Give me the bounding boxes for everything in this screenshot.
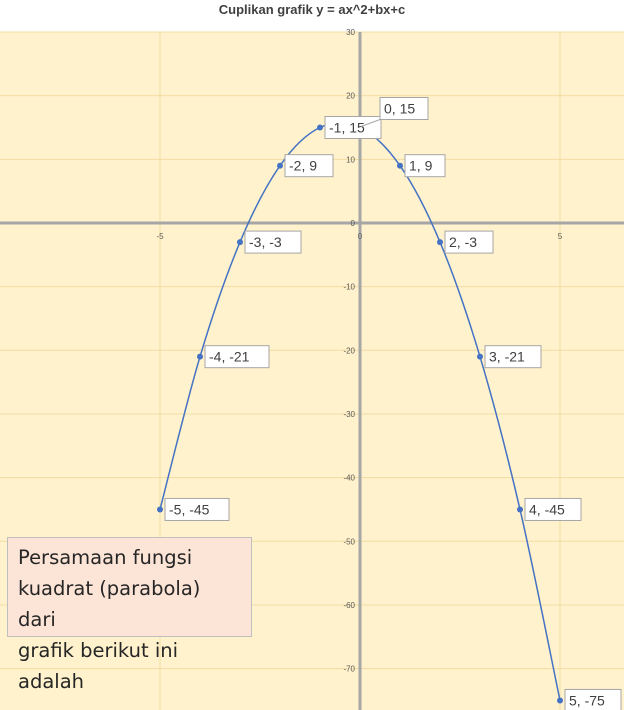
data-point (197, 353, 203, 360)
data-label: -1, 15 (329, 119, 365, 135)
chart-title: Cuplikan grafik y = ax^2+bx+c (218, 2, 406, 17)
data-label-box (484, 345, 542, 369)
y-tick-label: -70 (343, 665, 355, 674)
data-label: 5, -75 (569, 692, 605, 708)
y-tick-label: -40 (343, 474, 355, 483)
data-label-box (404, 154, 446, 178)
question-line-3: grafik berikut ini adalah (18, 639, 179, 693)
data-label-leader (360, 119, 381, 127)
y-tick-label: -10 (343, 283, 355, 292)
data-label: -3, -3 (249, 234, 282, 250)
data-label-box (524, 497, 582, 521)
data-label-box (324, 115, 382, 139)
data-label: 4, -45 (529, 501, 565, 517)
y-tick-label: -50 (343, 537, 355, 546)
x-tick-label: 0 (358, 232, 363, 241)
y-tick-label: -60 (343, 601, 355, 610)
x-tick-label: 5 (558, 232, 563, 241)
y-tick-label: 0 (351, 219, 356, 228)
axis-layer (0, 32, 624, 710)
data-label-box (564, 688, 622, 710)
y-tick-label: 10 (346, 155, 355, 164)
data-point (397, 162, 403, 169)
data-label: 2, -3 (449, 234, 477, 250)
data-point (437, 239, 443, 246)
data-point (157, 506, 163, 513)
data-label-layer: -5, -45 -4, -21 -3, -3 -2, 9 -1, 15 0, 15 1, 9… (164, 96, 622, 710)
y-tick-label: -30 (343, 410, 355, 419)
data-label-box (379, 96, 429, 120)
data-label: 3, -21 (489, 349, 525, 365)
question-line-2: kuadrat (parabola) dari (18, 577, 201, 631)
data-point (517, 506, 523, 513)
data-label-box (244, 230, 302, 254)
data-label: -2, 9 (289, 158, 317, 174)
data-point (477, 353, 483, 360)
x-tick-label: -5 (156, 232, 164, 241)
data-label: -4, -21 (209, 349, 250, 365)
data-label-box (444, 230, 494, 254)
data-label-box (284, 154, 334, 178)
y-tick-label: 30 (346, 28, 355, 37)
data-point (237, 239, 243, 246)
data-label: -5, -45 (169, 501, 210, 517)
y-tick-label: 20 (346, 92, 355, 101)
question-text-box: Persamaan fungsi kuadrat (parabola) dari… (7, 537, 252, 693)
data-label: 0, 15 (384, 100, 415, 116)
data-label-box (164, 497, 230, 521)
data-point (557, 697, 563, 704)
y-tick-label: -20 (343, 346, 355, 355)
data-point (317, 124, 323, 131)
data-label-box (204, 345, 270, 369)
question-line-1: Persamaan fungsi (18, 546, 193, 569)
data-label: 1, 9 (409, 158, 433, 174)
data-point (277, 162, 283, 169)
